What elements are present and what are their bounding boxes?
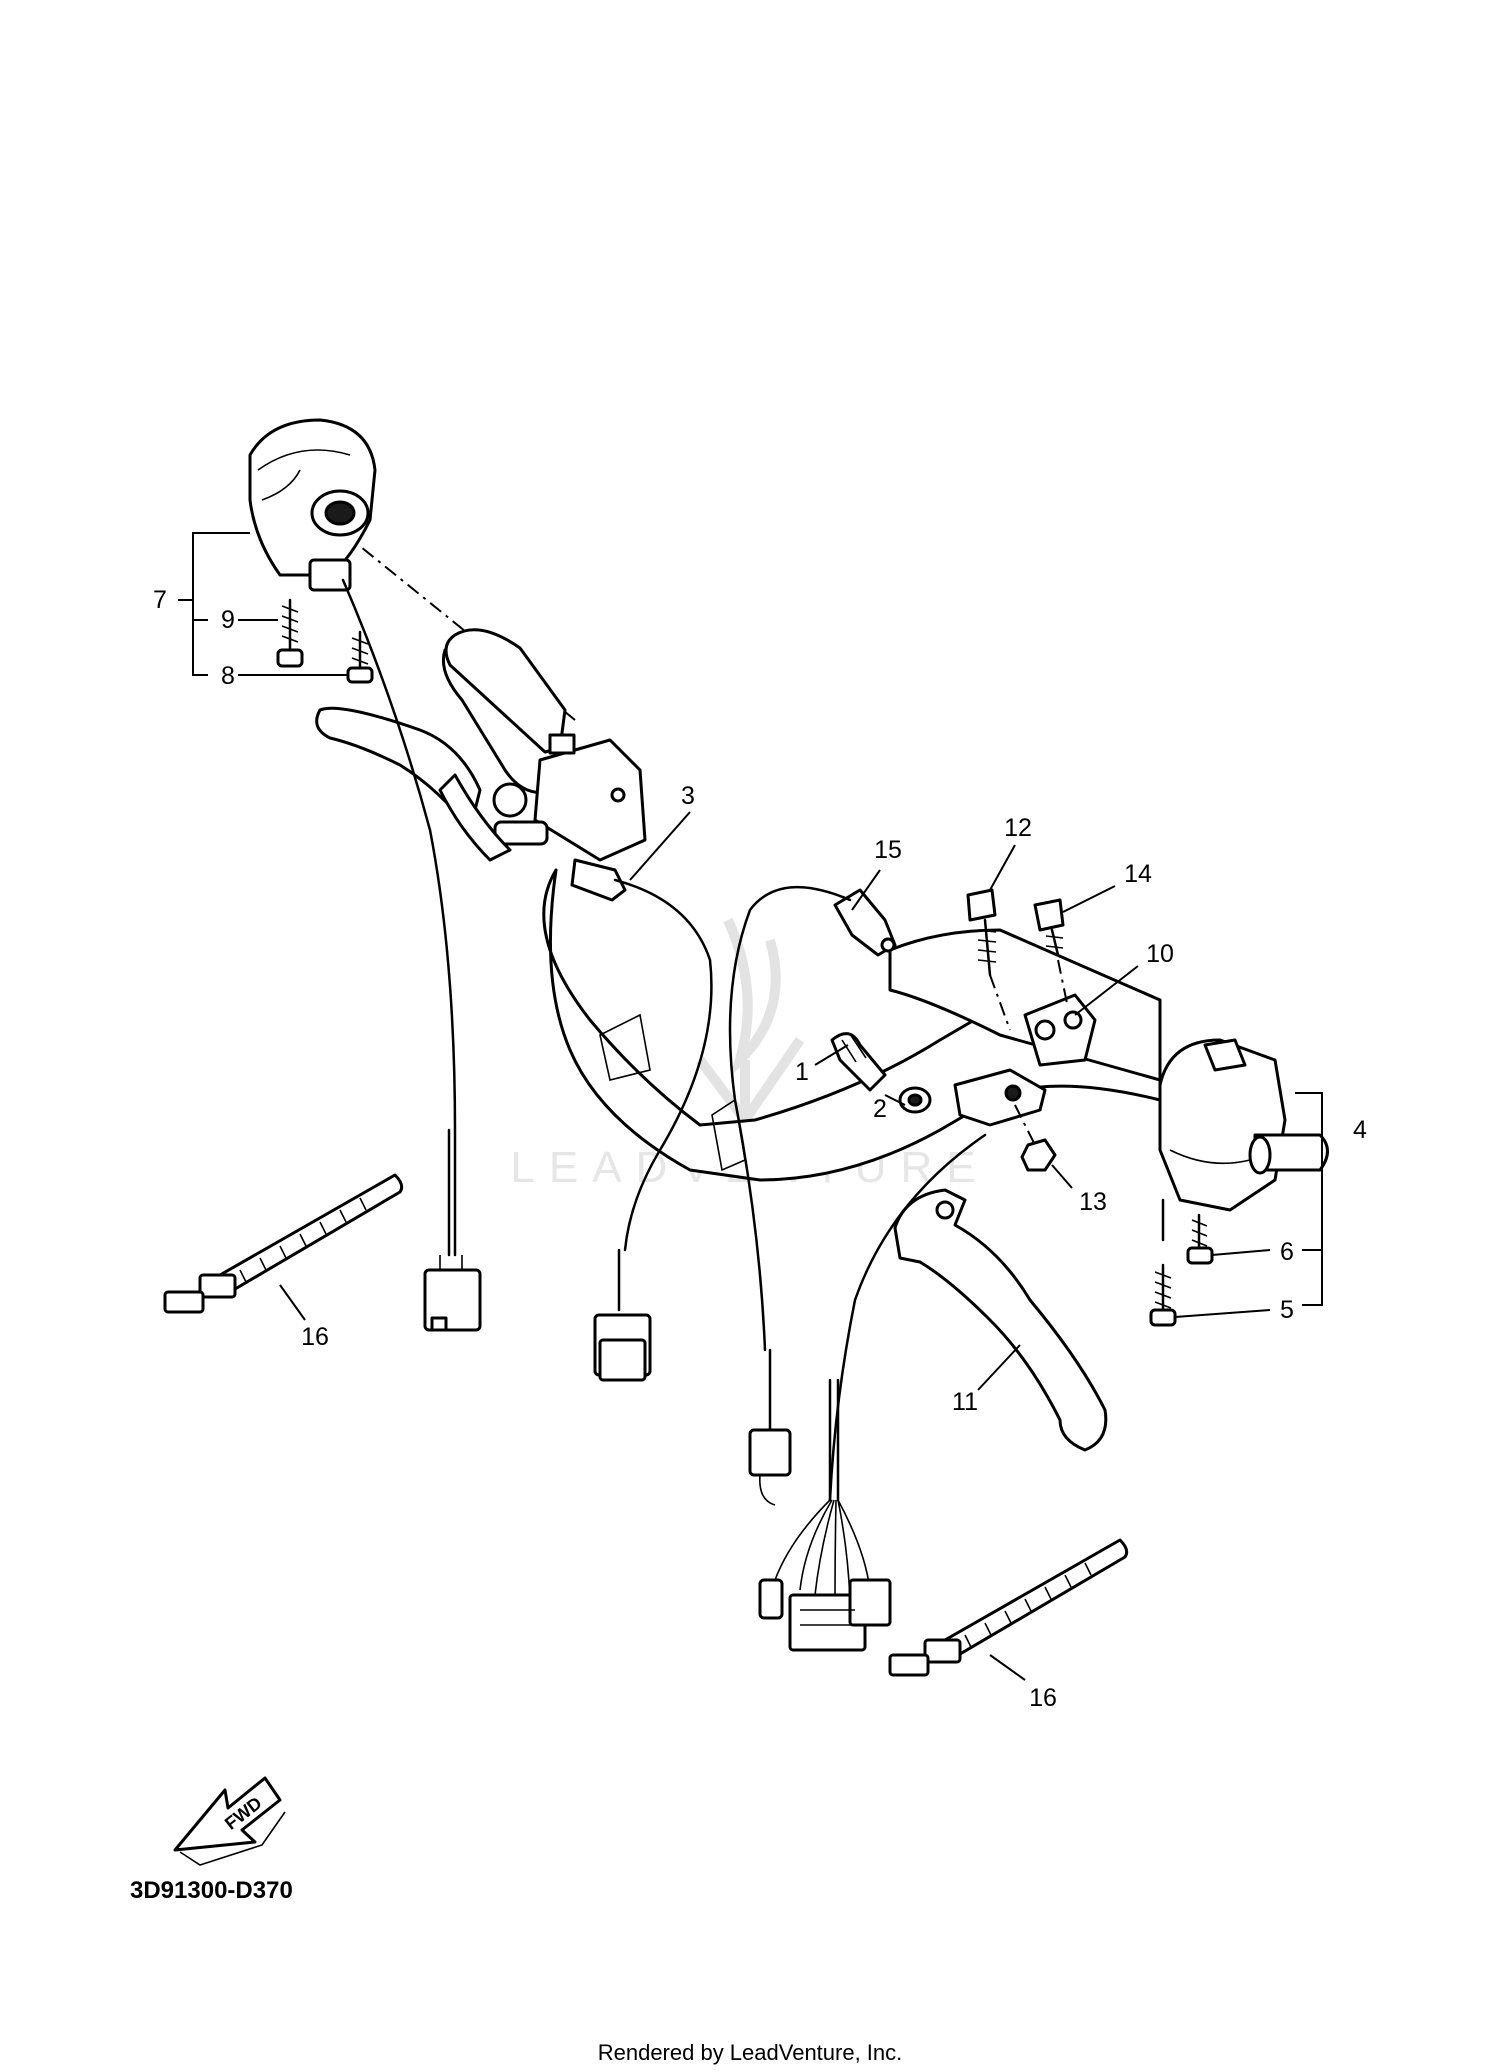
callout-13: 13 [1079,1188,1107,1216]
callout-1: 1 [795,1058,809,1086]
leader-lines [178,532,1323,1681]
master-cylinder [492,733,647,862]
callout-10: 10 [1146,940,1174,968]
clutch-lever [893,1188,1108,1452]
callout-16-right: 16 [1029,1684,1057,1712]
diagram-code: 3D91300-D370 [130,1877,293,1904]
callout-9: 9 [221,606,235,634]
left-lever [315,706,512,862]
footer-credit: Rendered by LeadVenture, Inc. [598,2040,903,2065]
callout-2: 2 [873,1095,887,1123]
callout-16-left: 16 [301,1323,329,1351]
screw-9 [276,598,304,668]
callout-8: 8 [221,662,235,690]
pivot-block [953,1068,1047,1127]
main-harness [758,1133,987,1652]
nut-13 [1014,1104,1057,1172]
left-handlebar-switch [248,418,377,592]
screw-6 [1186,1213,1214,1265]
rear-brake-switch [728,885,897,1506]
callout-4: 4 [1353,1116,1367,1144]
callout-15: 15 [874,836,902,864]
callout-14: 14 [1124,860,1152,888]
callout-11: 11 [952,1388,978,1416]
washer-2 [898,1086,932,1114]
callout-7: 7 [153,586,167,614]
callout-12: 12 [1004,814,1032,842]
callout-3: 3 [681,782,695,810]
callout-6: 6 [1280,1238,1294,1266]
right-handlebar-switch [1158,1038,1329,1212]
screw-5 [1149,1198,1177,1327]
bolt-12 [966,888,1011,1031]
cable-tie-left [163,1173,404,1314]
watermark-logo-icon [696,917,805,1129]
front-brake-switch [570,858,713,1382]
left-grip [444,628,567,754]
bolt-14 [1033,898,1069,1009]
fwd-arrow-icon: FWD [173,1776,286,1866]
callout-5: 5 [1280,1296,1294,1324]
left-switch-harness [341,578,482,1332]
cable-tie-right [888,1538,1129,1677]
callout-labels: 7 9 8 3 15 12 14 10 1 2 4 13 6 5 11 16 1… [153,586,1367,1712]
